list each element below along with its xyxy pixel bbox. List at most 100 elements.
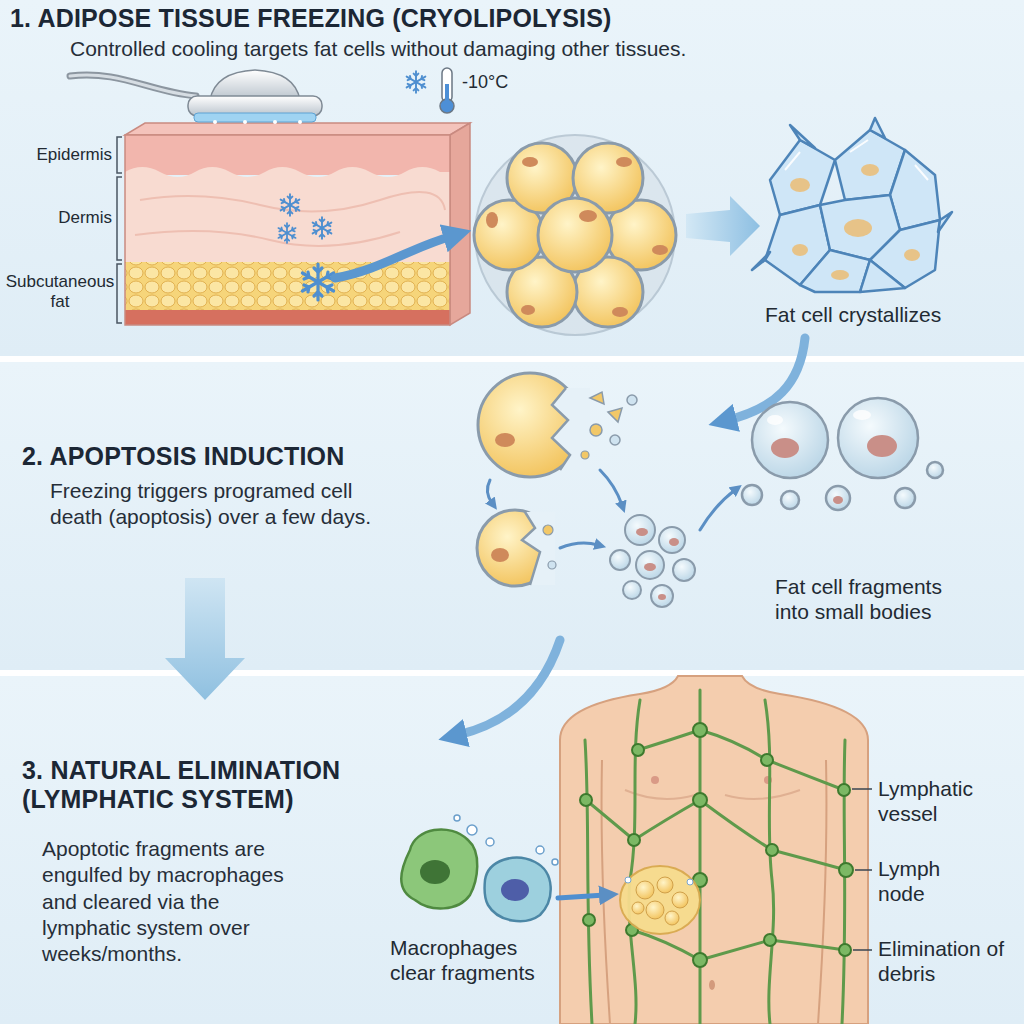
apoptotic-cell [478,373,637,477]
fat-deposit [657,877,673,893]
apoptotic-cell [477,510,556,586]
fat-cell-cluster [579,210,597,222]
fat-cell-cluster [486,212,498,228]
snowflake-symbol [313,217,332,239]
fat-deposit [687,879,693,885]
layer-bracket [117,137,122,323]
fat-deposit [672,892,688,908]
lymphatic-network [700,800,772,850]
fat-cell-cluster [474,135,676,335]
flow-arrow [558,895,605,898]
section-heading: 1. ADIPOSE TISSUE FREEZING (CRYOLIPOLYSI… [10,4,612,33]
flow-arrow [165,578,245,700]
lymph-node [583,914,595,926]
torso-figure [818,760,826,1024]
flow-arrow [335,236,452,278]
cooling-applicator [194,113,316,122]
bubble-cells [742,485,762,505]
apoptotic-bodies [659,527,685,553]
bubble-cells [742,398,943,510]
flow-arrow [458,640,560,735]
apoptotic-cell [552,388,570,470]
fat-cell-cluster [538,198,612,272]
callout-label: Fat cell fragments into small bodies [775,574,970,624]
apoptotic-bodies [636,551,664,579]
skin-slab [450,123,470,325]
fat-cell-cluster [521,305,535,315]
skin-slab [125,310,450,325]
lymphatic-network [586,800,634,840]
fat-deposit [636,881,654,899]
torso-figure [560,676,868,1024]
bubble-cells [767,415,783,425]
bubble-cells [895,488,915,508]
cooling-applicator [273,120,277,124]
skin-slab [125,123,470,135]
lymphatic-network [699,690,702,1024]
leader-line [852,789,872,950]
apoptotic-bodies [623,581,641,599]
apoptotic-cell [608,408,622,422]
skin-slab [125,262,450,310]
flow-arrow [335,236,452,278]
crystallized-fat-cell [792,244,808,256]
leader-line [852,788,872,790]
crystallized-fat-cell [752,252,770,270]
flow-arrow [686,196,760,256]
skin-slab [125,123,470,325]
section-heading: 3. NATURAL ELIMINATION (LYMPHATIC SYSTEM… [22,756,442,814]
bubble-cells [838,398,918,478]
lymph-node [761,754,773,766]
cooling-applicator [213,120,217,124]
apoptotic-bodies [625,515,655,545]
fat-cell-cluster [486,157,668,317]
fat-cell-cluster [616,157,632,167]
fat-cell-cluster [652,245,668,255]
apoptotic-cell [590,424,602,436]
crystallized-fat-cell [785,140,928,180]
callout-label: Dermis [20,208,112,228]
snowflake-symbol [281,194,300,216]
apoptotic-cell [548,561,556,569]
lymphatic-network [767,760,844,790]
callout-label: Lymph node [878,856,968,906]
flow-arrow [700,490,735,530]
cooling-applicator [298,120,302,124]
bubble-cells [781,491,799,509]
crystallized-fat-cell [915,165,928,180]
crystallized-fat-cell [870,118,885,138]
crystallized-fat-cell [861,164,879,176]
apoptotic-cell [610,435,620,445]
crystallized-fat-cell [860,260,905,292]
snowflake-symbol [278,194,333,300]
bubble-cells [853,410,871,420]
macrophage-cell [467,825,477,835]
bubble-cells [927,462,943,478]
apoptotic-cell [552,388,590,470]
lymphatic-network [700,730,767,760]
crystallized-fat-cell [831,270,849,280]
apoptotic-bodies [636,528,648,536]
apoptotic-bodies [673,559,695,581]
leader-line [853,949,872,951]
fat-deposit [632,877,688,925]
callout-label: Macrophages clear fragments [390,935,550,985]
flow-arrow [560,543,598,548]
snowflake-symbol [278,223,295,243]
callout-label: Elimination of debris [878,936,1008,986]
lymph-node [838,784,850,796]
cooling-applicator [70,75,196,96]
lymphatic-network [585,740,592,1024]
torso-figure [709,980,715,990]
lymph-node [580,723,853,967]
crystallized-fat-cell [800,250,870,292]
bubble-cells [771,435,897,504]
torso-figure [651,776,659,784]
crystallized-fat-cell [938,212,952,232]
lymph-node [580,794,592,806]
cooling-applicator [243,120,247,124]
lymphatic-network [770,940,845,950]
lymphatic-network [772,850,846,870]
apoptotic-bodies [636,528,679,600]
apoptotic-cell [581,451,589,459]
